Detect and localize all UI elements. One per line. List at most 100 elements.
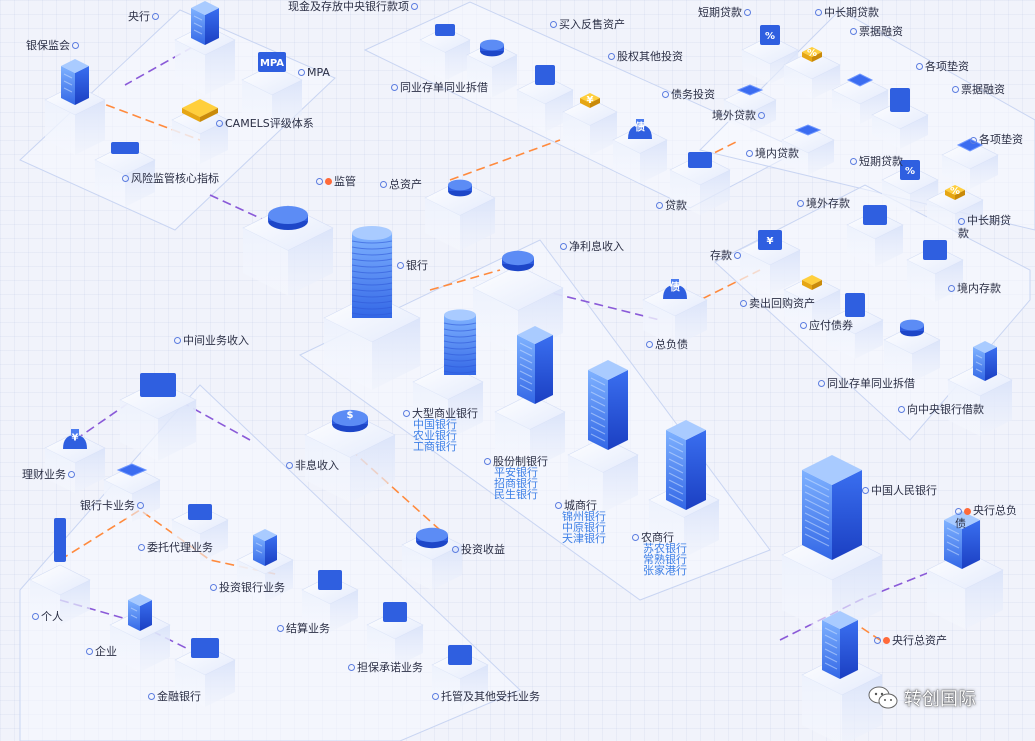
label-bill-financing-2[interactable]: 票据融资 xyxy=(952,83,1005,96)
pedestal-total-assets xyxy=(424,180,496,251)
pedestal-guarantee xyxy=(366,610,424,667)
svg-text:¥: ¥ xyxy=(587,95,594,106)
dot-icon xyxy=(210,584,217,591)
supervision-gavel-icon xyxy=(268,206,308,230)
label-investment-banking[interactable]: 投资银行业务 xyxy=(210,581,285,594)
dot-icon xyxy=(432,693,439,700)
label-big-commercial[interactable]: 大型商业银行 xyxy=(403,407,478,420)
label-invest-income[interactable]: 投资收益 xyxy=(452,543,505,556)
svg-text:%: % xyxy=(950,186,960,197)
label-repo-sold[interactable]: 卖出回购资产 xyxy=(740,297,815,310)
label-bonds-payable[interactable]: 应付债券 xyxy=(800,319,853,332)
dot-icon xyxy=(152,13,159,20)
bonds-payable-icon xyxy=(845,293,865,317)
dot-icon xyxy=(277,625,284,632)
label-central-bank[interactable]: 央行 xyxy=(128,10,159,23)
bank-name: 招商银行 xyxy=(494,477,538,490)
bank-name: 平安银行 xyxy=(494,466,538,479)
label-wealth-mgmt[interactable]: 理财业务 xyxy=(22,468,75,481)
pedestal-joint xyxy=(494,394,566,470)
label-net-interest[interactable]: 净利息收入 xyxy=(560,240,624,253)
label-deposits[interactable]: 存款 xyxy=(710,249,741,262)
percent-icon-2: % xyxy=(802,47,822,62)
pedestal-loans xyxy=(669,154,731,215)
label-interbank-assets[interactable]: 同业存单同业拆借 xyxy=(391,81,488,94)
dot-icon xyxy=(397,262,404,269)
label-total-liabilities[interactable]: 总负债 xyxy=(646,338,688,351)
label-bond-invest[interactable]: 债务投资 xyxy=(662,88,715,101)
label-risk-indicators[interactable]: 风险监管核心指标 xyxy=(122,172,219,185)
net-interest-coin-icon xyxy=(502,250,534,272)
label-settlement[interactable]: 结算业务 xyxy=(277,622,330,635)
label-camels[interactable]: CAMELS评级体系 xyxy=(216,117,314,130)
label-borrow-cb[interactable]: 向中央银行借款 xyxy=(898,403,984,416)
label-intermediary-income[interactable]: 中间业务收入 xyxy=(174,334,249,347)
label-bank-card[interactable]: 银行卡业务 xyxy=(80,499,144,512)
label-cbrc[interactable]: 银保监会 xyxy=(26,39,79,52)
label-short-loans-1[interactable]: 短期贷款 xyxy=(698,6,751,19)
label-domestic-loans[interactable]: 境内贷款 xyxy=(746,147,799,160)
label-domestic-deposits[interactable]: 境内存款 xyxy=(948,282,1001,295)
label-short-loans-2[interactable]: 短期贷款 xyxy=(850,155,903,168)
label-pboc[interactable]: 中国人民银行 xyxy=(862,484,937,497)
pedestal-cash xyxy=(419,27,471,81)
label-enterprise[interactable]: 企业 xyxy=(86,645,117,658)
label-advances-2[interactable]: 各项垫资 xyxy=(970,133,1030,146)
label-mid-long-loans-1[interactable]: 中长期贷款 xyxy=(815,6,879,19)
pedestal-agency xyxy=(171,505,229,562)
label-mpa[interactable]: MPA xyxy=(298,66,330,79)
dot-icon xyxy=(286,462,293,469)
loans-wallet-icon xyxy=(688,152,712,168)
pedestal-risk xyxy=(94,144,156,207)
label-reverse-repo[interactable]: 买入反售资产 xyxy=(550,18,625,31)
label-individual[interactable]: 个人 xyxy=(32,610,63,623)
custody-piggy-icon xyxy=(448,645,472,665)
label-cb-total-assets[interactable]: 央行总资产 xyxy=(874,634,947,647)
bank-name: 锦州银行 xyxy=(562,510,606,523)
label-custody[interactable]: 托管及其他受托业务 xyxy=(432,690,540,703)
deposit-safe-icon: ¥ xyxy=(758,230,782,250)
label-cash-deposit-cb[interactable]: 现金及存放中央银行款项 xyxy=(288,0,418,13)
label-loans[interactable]: 贷款 xyxy=(656,199,687,212)
label-agency[interactable]: 委托代理业务 xyxy=(138,541,213,554)
label-overseas-loans[interactable]: 境外贷款 xyxy=(712,109,765,122)
agency-truck-icon xyxy=(188,504,212,520)
svg-text:MPA: MPA xyxy=(260,58,284,69)
bank-name: 农业银行 xyxy=(413,429,457,442)
pedestal-equity xyxy=(562,98,618,156)
label-guarantee[interactable]: 担保承诺业务 xyxy=(348,661,423,674)
label-joint-stock[interactable]: 股份制银行 xyxy=(484,455,548,468)
label-non-interest[interactable]: 非息收入 xyxy=(286,459,339,472)
dot-icon xyxy=(758,112,765,119)
label-mid-long-loans-2[interactable]: 中长期贷款 xyxy=(958,214,1011,240)
dot-icon xyxy=(122,175,129,182)
dot-icon xyxy=(734,252,741,259)
label-total-assets[interactable]: 总资产 xyxy=(380,178,422,191)
dot-icon xyxy=(958,217,965,225)
label-overseas-deposits[interactable]: 境外存款 xyxy=(797,197,850,210)
svg-text:¥: ¥ xyxy=(72,433,79,444)
building-rural-bank xyxy=(666,420,706,510)
label-bill-financing-1[interactable]: 票据融资 xyxy=(850,25,903,38)
pedestal-domestic-loans xyxy=(781,126,835,175)
svg-text:%: % xyxy=(905,166,915,177)
yuan-icon: ¥ xyxy=(580,93,600,108)
dot-icon xyxy=(646,341,653,348)
pedestal-non-interest xyxy=(304,412,396,503)
label-interbank-liab[interactable]: 同业存单同业拆借 xyxy=(818,377,915,390)
label-bank[interactable]: 银行 xyxy=(397,259,428,272)
label-supervision[interactable]: 监管 xyxy=(316,175,356,188)
dot-icon xyxy=(32,613,39,620)
pedestals xyxy=(29,24,1013,741)
dot-icon xyxy=(216,120,223,127)
label-advances-1[interactable]: 各项垫资 xyxy=(916,60,969,73)
wechat-icon xyxy=(868,686,898,709)
dot-icon xyxy=(174,337,181,344)
label-equity-invest[interactable]: 股权其他投资 xyxy=(608,50,683,63)
label-rural-bank[interactable]: 农商行 xyxy=(632,531,674,544)
assets-coin-icon xyxy=(448,179,472,197)
liabilities-bag-icon: 债 xyxy=(663,279,687,299)
label-cb-total-liab[interactable]: 央行总负债 xyxy=(955,504,1017,530)
label-city-bank[interactable]: 城商行 xyxy=(555,499,597,512)
label-financial-bank[interactable]: 金融银行 xyxy=(148,690,201,703)
